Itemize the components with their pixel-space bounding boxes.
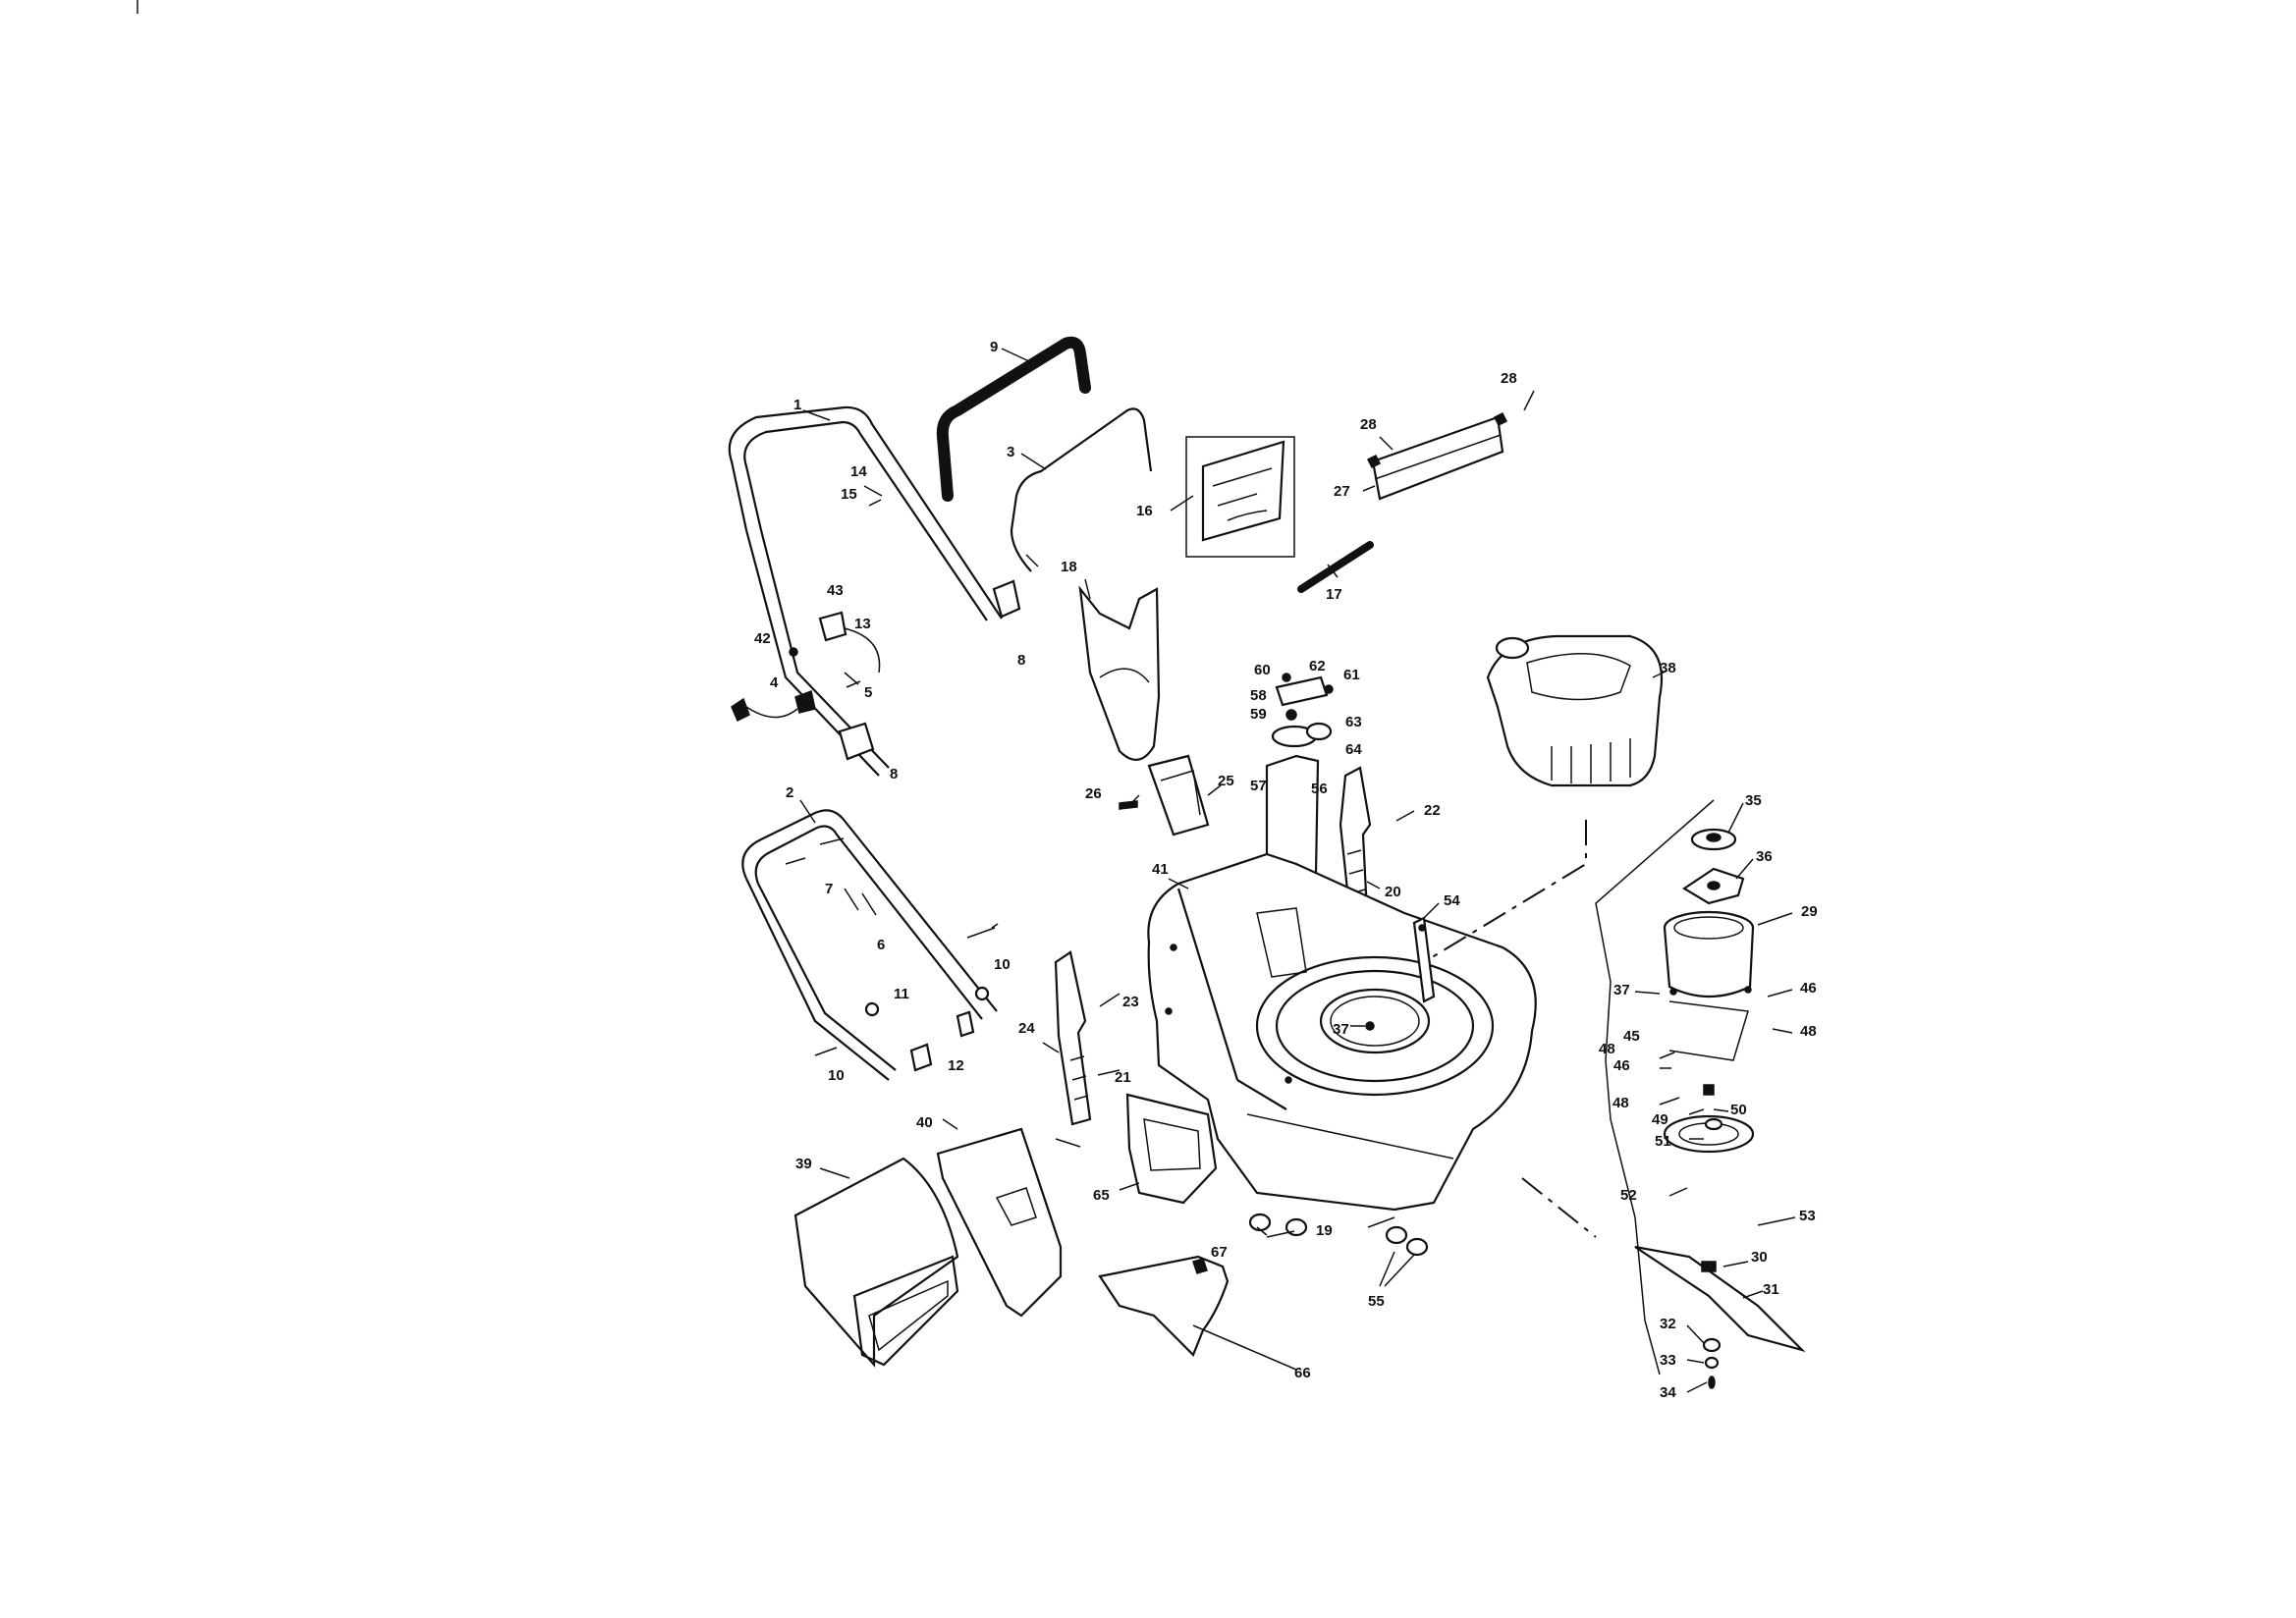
leader-lines [799,348,1796,1393]
rod [1297,541,1374,593]
callout-12: 12 [948,1057,964,1074]
discharge-chute [1078,585,1161,761]
rear-bracket-55 [1412,916,1436,1003]
callout-61: 60 [1254,662,1271,678]
callout-51: 50 [1730,1102,1747,1118]
label-box [1185,436,1295,558]
callout-40: 40 [916,1114,933,1131]
callout-23: 23 [1122,994,1139,1010]
callout-49: 48 [1613,1095,1629,1111]
callout-54: 53 [1799,1208,1816,1224]
callout-67: 66 [1294,1365,1311,1381]
callout-2: 2 [786,784,793,801]
callout-29: 29 [1801,903,1818,920]
blade-adapter-parts [1634,828,1806,1389]
bag-frame [936,1127,1063,1318]
callout-14: 14 [850,463,867,480]
callout-52: 51 [1655,1133,1671,1150]
callout-48a: 48 [1599,1041,1615,1057]
rear-flap [1366,411,1508,501]
callout-22: 22 [1424,802,1441,819]
handle-hardware [731,485,883,723]
callout-65: 64 [1345,741,1362,758]
callout-60: 59 [1250,706,1267,723]
callout-58: 57 [1250,778,1267,794]
blade-assembly-bracket [1521,799,1715,1375]
upper-handle [728,405,1021,777]
callout-6: 6 [877,937,885,953]
callout-33: 33 [1660,1352,1676,1369]
bottom-shield [1098,1255,1230,1357]
callout-55: 54 [1444,892,1460,909]
callout-68: 67 [1211,1244,1228,1261]
callout-labels: 1 2 3 4 5 6 7 8 8 9 10 10 11 12 13 14 15… [754,339,1818,1401]
callout-24: 24 [1018,1020,1035,1037]
callout-42: 42 [754,630,771,647]
callout-56: 55 [1368,1293,1385,1310]
callout-63: 62 [1309,658,1326,674]
callout-30: 30 [1751,1249,1768,1266]
handle-grip [936,336,1091,502]
callout-28a: 28 [1360,416,1377,433]
callout-64: 63 [1345,714,1362,730]
callout-50: 49 [1652,1111,1668,1128]
callout-21: 21 [1115,1069,1131,1086]
callout-41: 41 [1152,861,1169,878]
callout-27: 27 [1334,483,1350,500]
callout-20: 20 [1385,884,1401,900]
callout-17: 17 [1326,586,1342,603]
height-adjuster-rear [1339,766,1372,920]
callout-46b: 46 [1613,1057,1630,1074]
callout-5: 5 [864,684,872,701]
callout-37b: 37 [1333,1021,1349,1038]
callout-62: 61 [1343,667,1360,683]
callout-45: 45 [1623,1028,1640,1045]
callout-38: 38 [1660,660,1676,676]
callout-46a: 46 [1800,980,1817,997]
callout-3: 3 [1007,444,1014,460]
wheel-bolts [1248,1213,1429,1257]
callout-7: 7 [825,881,833,897]
callout-35: 35 [1745,792,1762,809]
callout-31: 31 [1763,1281,1779,1298]
engine [1486,634,1664,787]
callout-4: 4 [770,674,779,691]
callout-53: 52 [1620,1187,1637,1204]
callout-48b: 48 [1800,1023,1817,1040]
callout-26: 26 [1085,785,1102,802]
callout-43: 43 [827,582,844,599]
callout-66: 65 [1093,1187,1110,1204]
callout-32: 32 [1660,1316,1676,1332]
callout-8b: 8 [890,766,898,782]
callout-8a: 8 [1017,652,1025,669]
control-bar [1010,407,1153,572]
callout-59: 58 [1250,687,1267,704]
callout-25: 25 [1218,773,1234,789]
callout-10a: 10 [994,956,1011,973]
engine-center-line [1423,820,1587,963]
deflector [1119,754,1210,836]
callout-19: 19 [1316,1222,1333,1239]
callout-13: 13 [854,616,871,632]
callout-37a: 37 [1613,982,1630,998]
callout-28b: 28 [1501,370,1517,387]
callout-11: 11 [894,986,909,1002]
callout-16: 16 [1136,503,1153,519]
callout-39: 39 [795,1156,812,1172]
callout-15: 15 [841,486,857,503]
callout-57: 56 [1311,781,1328,797]
callout-9: 9 [990,339,998,355]
lower-handle [741,809,999,1081]
front-baffle [1125,1093,1218,1205]
grass-bag [793,1157,959,1368]
height-adjuster-front [1054,950,1092,1126]
callout-18: 18 [1061,559,1077,575]
callout-1: 1 [793,397,801,413]
callout-36: 36 [1756,848,1773,865]
callout-34: 34 [1660,1384,1676,1401]
callout-10b: 10 [828,1067,845,1084]
